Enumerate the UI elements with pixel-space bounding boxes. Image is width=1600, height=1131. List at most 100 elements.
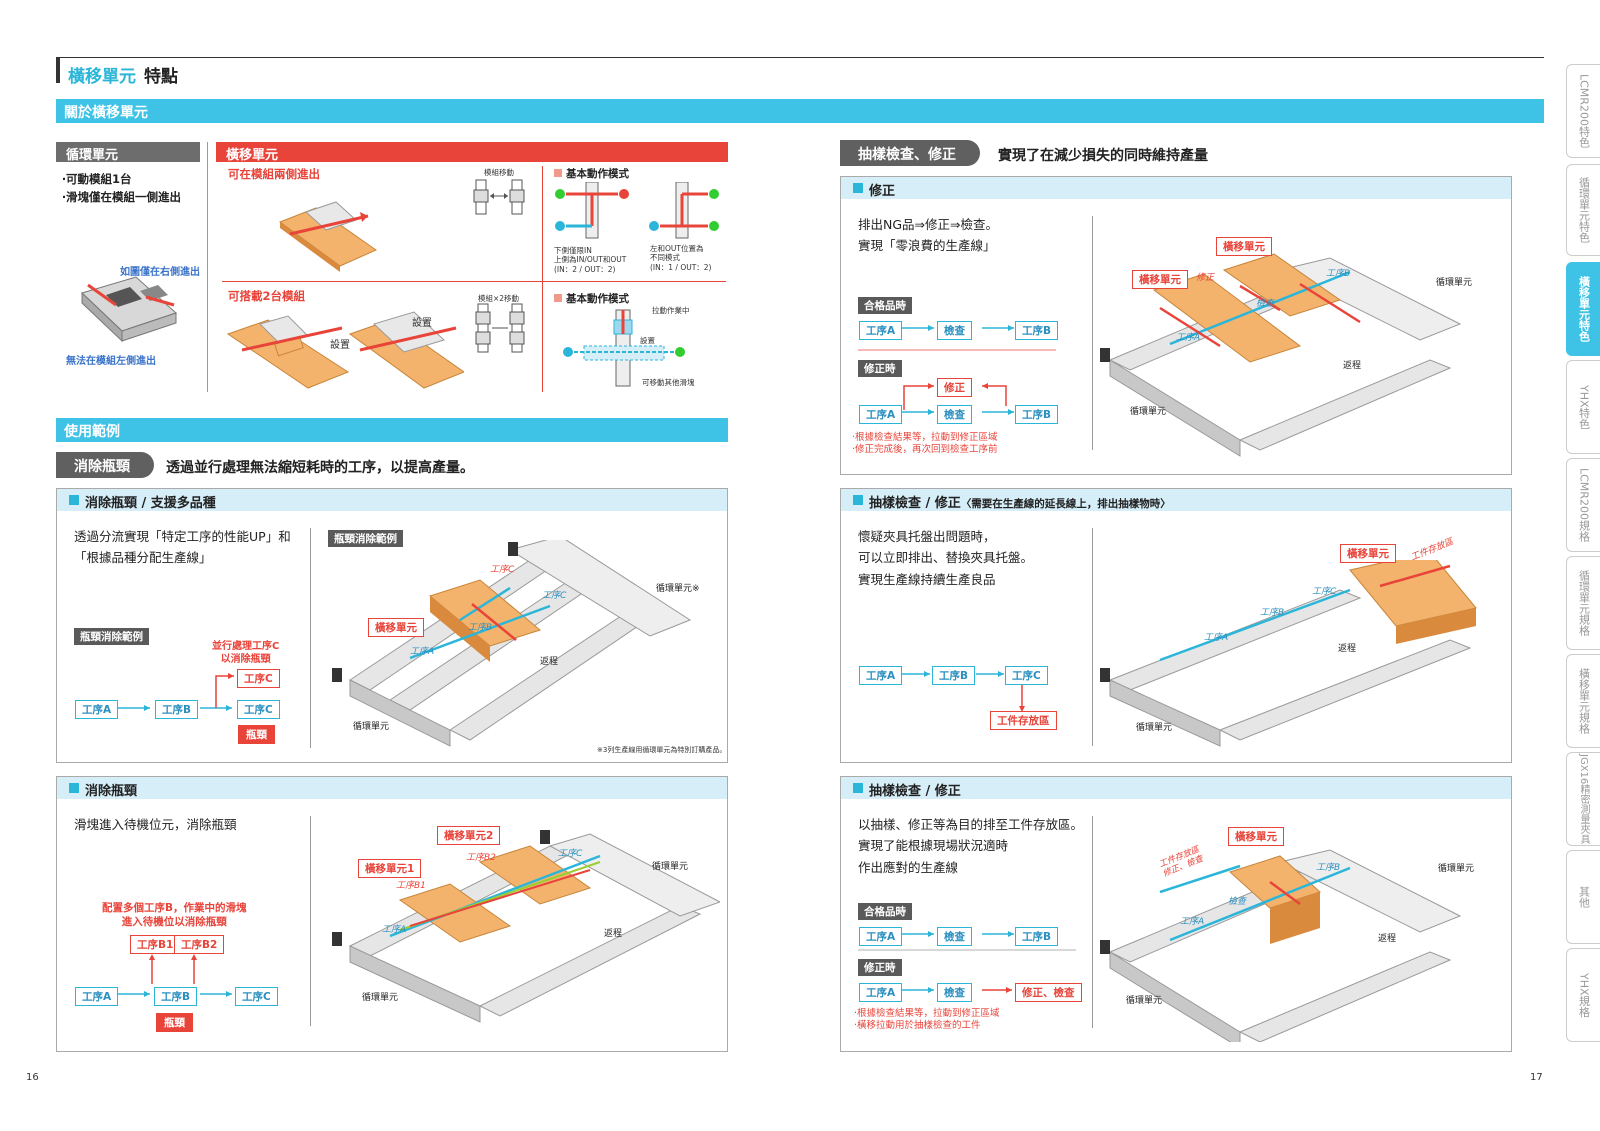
p4-diag-circ: 循環單元 [1136,723,1173,733]
trans-row1-illustration [278,201,378,272]
p5-fix-inspect: 檢查 [937,983,972,1002]
p4-diag-return: 返程 [1338,644,1357,654]
set-label-b: 設置 [412,318,432,329]
side-tab-9[interactable]: 其他 [1566,850,1600,944]
circ-unit-illustration [81,276,177,343]
page-number-left: 16 [26,1072,39,1083]
inspect-pill: 抽樣檢查、修正 [840,140,980,166]
panel4-desc: 懷疑夾具托盤出問題時， 可以立即排出、替換夾具托盤。 實現生產線持續生產良品 [858,529,1034,587]
module-move-schematic [473,179,525,215]
p5-diag-return: 返程 [1378,934,1397,944]
p3-diag-trans1: 橫移單元 [1132,270,1188,289]
p1-diag-c1: 工序C [490,565,515,575]
panel5-notes: ‧根據檢查結果等，拉動到修正區域 ‧橫移拉動用於抽樣檢查的工件 [854,1008,1000,1032]
p5-ok-a: 工序A [859,927,903,946]
mode-a-schematic [555,182,629,239]
p3-fix-a: 工序A [859,405,903,424]
p2-flow-b: 工序B [154,987,198,1006]
panel4-line-diagram [1100,560,1477,747]
p3-ok-inspect: 檢查 [937,321,972,340]
p4-diag-b: 工序B [1260,608,1285,618]
side-tab-10[interactable]: YHX規格 [1566,948,1600,1042]
p2-flow-b1: 工序B1 [130,935,181,954]
set-label-c: 設置 [640,336,655,345]
panel3-flow-arrows [858,325,1056,415]
trans-row1-move-label: 模組移動 [484,168,514,177]
circ-note-right: 如圖僅在右側進出 [120,267,200,278]
circ-note-left: 無法在模組左側進出 [66,356,156,367]
mode-b-schematic [649,182,719,239]
side-tab-6[interactable]: 循環單元規格 [1566,556,1600,650]
mode-c-schematic [563,309,685,387]
p3-diag-trans2: 橫移單元 [1216,237,1272,256]
panel3-fix-tag: 修正時 [858,360,902,377]
panel1-line-diagram [332,540,692,747]
p3-diag-fix: 修正 [1196,273,1215,283]
mode-b-caption: 左和OUT位置為 不同模式 (IN：1 / OUT：2) [650,244,712,272]
panel1-head: 消除瓶頸 / 支援多品種 [57,489,727,511]
p5-fix-a: 工序A [859,983,903,1002]
p5-diag-circ1: 循環單元 [1438,864,1475,874]
p2-diag-trans2: 橫移單元2 [437,826,501,845]
trans-row2-mode-title: 基本動作模式 [554,291,629,306]
title-accent: 橫移單元 [68,67,136,87]
trans-row-divider [222,281,726,282]
p4-flow-b: 工序B [932,666,976,685]
p2-diag-b2: 工序B2 [466,853,496,863]
panel5-fix-tag: 修正時 [858,959,902,976]
p1-flow-b: 工序B [155,700,199,719]
p4-flow-store: 工件存放區 [990,711,1057,730]
p1-diag-return: 返程 [540,657,559,667]
side-tab-1[interactable]: LCMR200特色 [1566,64,1600,158]
panel2-flow-arrows [118,954,232,997]
module2-move-schematic [475,303,525,353]
p1-flow-a: 工序A [75,700,119,719]
p1-footnote: ※3列生產線用循環單元為特別訂購產品。 [597,746,727,754]
panel1-tag-left: 瓶頸消除範例 [74,628,149,645]
panel5-divider [1092,816,1093,1028]
p1-diag-a: 工序A [410,647,435,657]
panel1-tag-right: 瓶頸消除範例 [328,530,403,547]
circ-divider [207,142,208,392]
p2-diag-circ2: 循環單元 [362,993,399,1003]
p1-diag-circ2: 循環單元 [353,722,390,732]
p2-diag-circ1: 循環單元 [652,862,689,872]
panel-bottleneck: 消除瓶頸 [56,776,728,1052]
side-tab-3-active[interactable]: 橫移單元特色 [1566,262,1600,356]
p4-flow-c: 工序C [1005,666,1048,685]
p1-flow-c2: 工序C [237,700,280,719]
side-tab-7[interactable]: 橫移單元規格 [1566,654,1600,748]
p3-fix-b: 工序B [1015,405,1059,424]
p5-fix-fix: 修正、檢查 [1015,983,1082,1002]
page-number-right: 17 [1530,1072,1543,1083]
bottleneck-headline: 透過並行處理無法縮短耗時的工序，以提高產量。 [166,460,474,476]
p4-flow-a: 工序A [859,666,903,685]
trans-unit-label: 橫移單元 [216,142,728,163]
panel5-desc: 以抽樣、修正等為目的排至工件存放區。 實現了能根據現場狀況適時 作出應對的生產線 [858,817,1084,875]
panel5-flow-arrows [858,931,1076,993]
side-tab-2[interactable]: 循環單元特色 [1566,164,1600,256]
side-tab-4[interactable]: YHX特色 [1566,360,1600,454]
pull-label: 拉動作業中 [652,306,690,315]
circ-unit-bullets: ‧可動模組1台 ‧滑塊僅在模組一側進出 [62,172,182,205]
side-tab-5[interactable]: LCMR200規格 [1566,458,1600,552]
panel3-line-diagram [1100,253,1462,457]
p5-diag-inspect: 檢查 [1228,897,1247,907]
p5-ok-inspect: 檢查 [937,927,972,946]
inspect-headline: 實現了在減少損失的同時維持產量 [998,148,1208,164]
trans-row2-illustration [226,311,464,389]
bottleneck-pill: 消除瓶頸 [56,452,154,478]
panel5-head: 抽樣檢查 / 修正 [841,777,1511,799]
examples-section-bar: 使用範例 [56,418,728,442]
side-tab-8[interactable]: JGX16精密測量夾具 [1566,752,1600,846]
p4-diag-c: 工序C [1312,587,1337,597]
p3-fix-fix: 修正 [937,378,972,397]
p4-diag-trans: 橫移單元 [1340,544,1396,563]
p1-diag-b: 工序B [468,623,493,633]
trans-row1-mode-title: 基本動作模式 [554,166,629,181]
p3-diag-inspect: 檢查 [1256,299,1275,309]
other-slider-label: 可移動其他滑塊 [642,378,695,387]
panel1-flow-note: 並行處理工序C 以消除瓶頸 [212,641,280,665]
set-label-a: 設置 [330,340,350,351]
panel5-line-diagram [1100,849,1462,1042]
